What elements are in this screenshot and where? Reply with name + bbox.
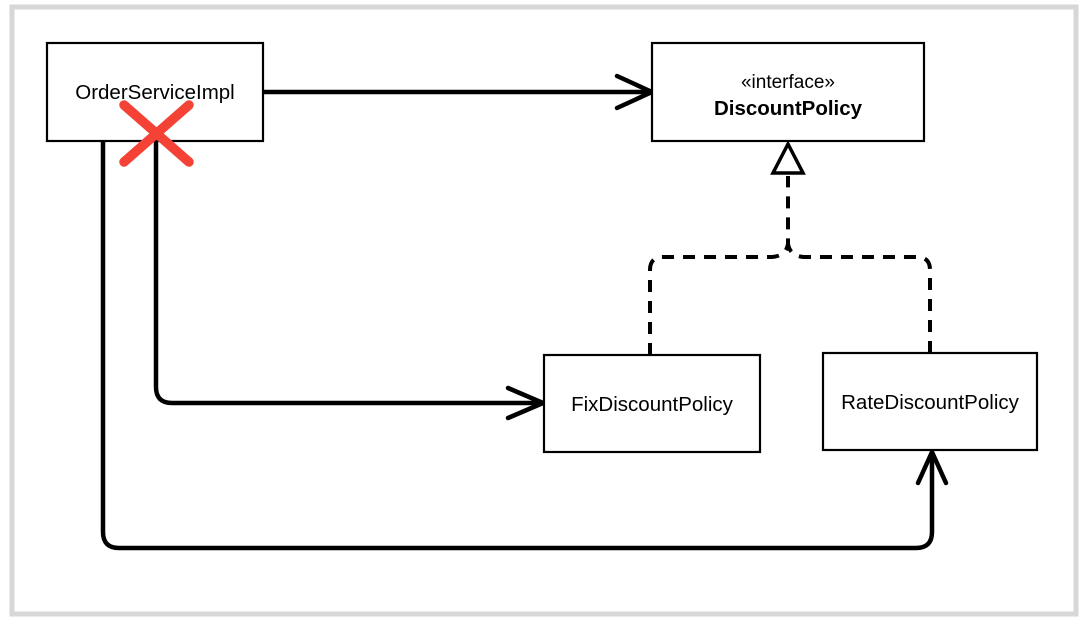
edge-line	[100, 138, 935, 551]
class-box	[542, 353, 762, 454]
stereotype-label: «interface»	[741, 72, 835, 93]
edge-fix-realizes-discountpolicy	[648, 176, 790, 355]
hollow-triangle-arrowhead-icon	[770, 140, 806, 175]
class-box	[821, 351, 1039, 452]
canvas-frame	[9, 4, 1079, 617]
node-discount-policy-interface: «interface» DiscountPolicy	[650, 41, 926, 143]
class-name-label: OrderServiceImpl	[75, 81, 235, 104]
dashed-line	[786, 243, 932, 353]
edge-rate-realizes-discountpolicy	[786, 243, 932, 353]
interface-box	[650, 41, 926, 143]
node-rate-discount-policy: RateDiscountPolicy	[821, 351, 1039, 452]
node-order-service-impl: OrderServiceImpl	[45, 41, 265, 143]
class-box	[45, 41, 265, 143]
edge-order-to-fixdiscountpolicy	[153, 138, 546, 421]
edge-order-to-ratediscountpolicy	[100, 138, 949, 551]
red-cross-annotation	[119, 100, 194, 167]
class-name-label: FixDiscountPolicy	[571, 393, 734, 416]
node-fix-discount-policy: FixDiscountPolicy	[542, 353, 762, 454]
edge-order-to-discountpolicy	[260, 73, 655, 111]
dashed-line	[648, 176, 790, 355]
open-arrowhead-icon	[915, 449, 949, 486]
cross-stroke-icon	[119, 100, 194, 167]
class-name-label: RateDiscountPolicy	[841, 391, 1019, 414]
interface-name-label: DiscountPolicy	[714, 97, 863, 120]
edge-line	[153, 138, 543, 406]
